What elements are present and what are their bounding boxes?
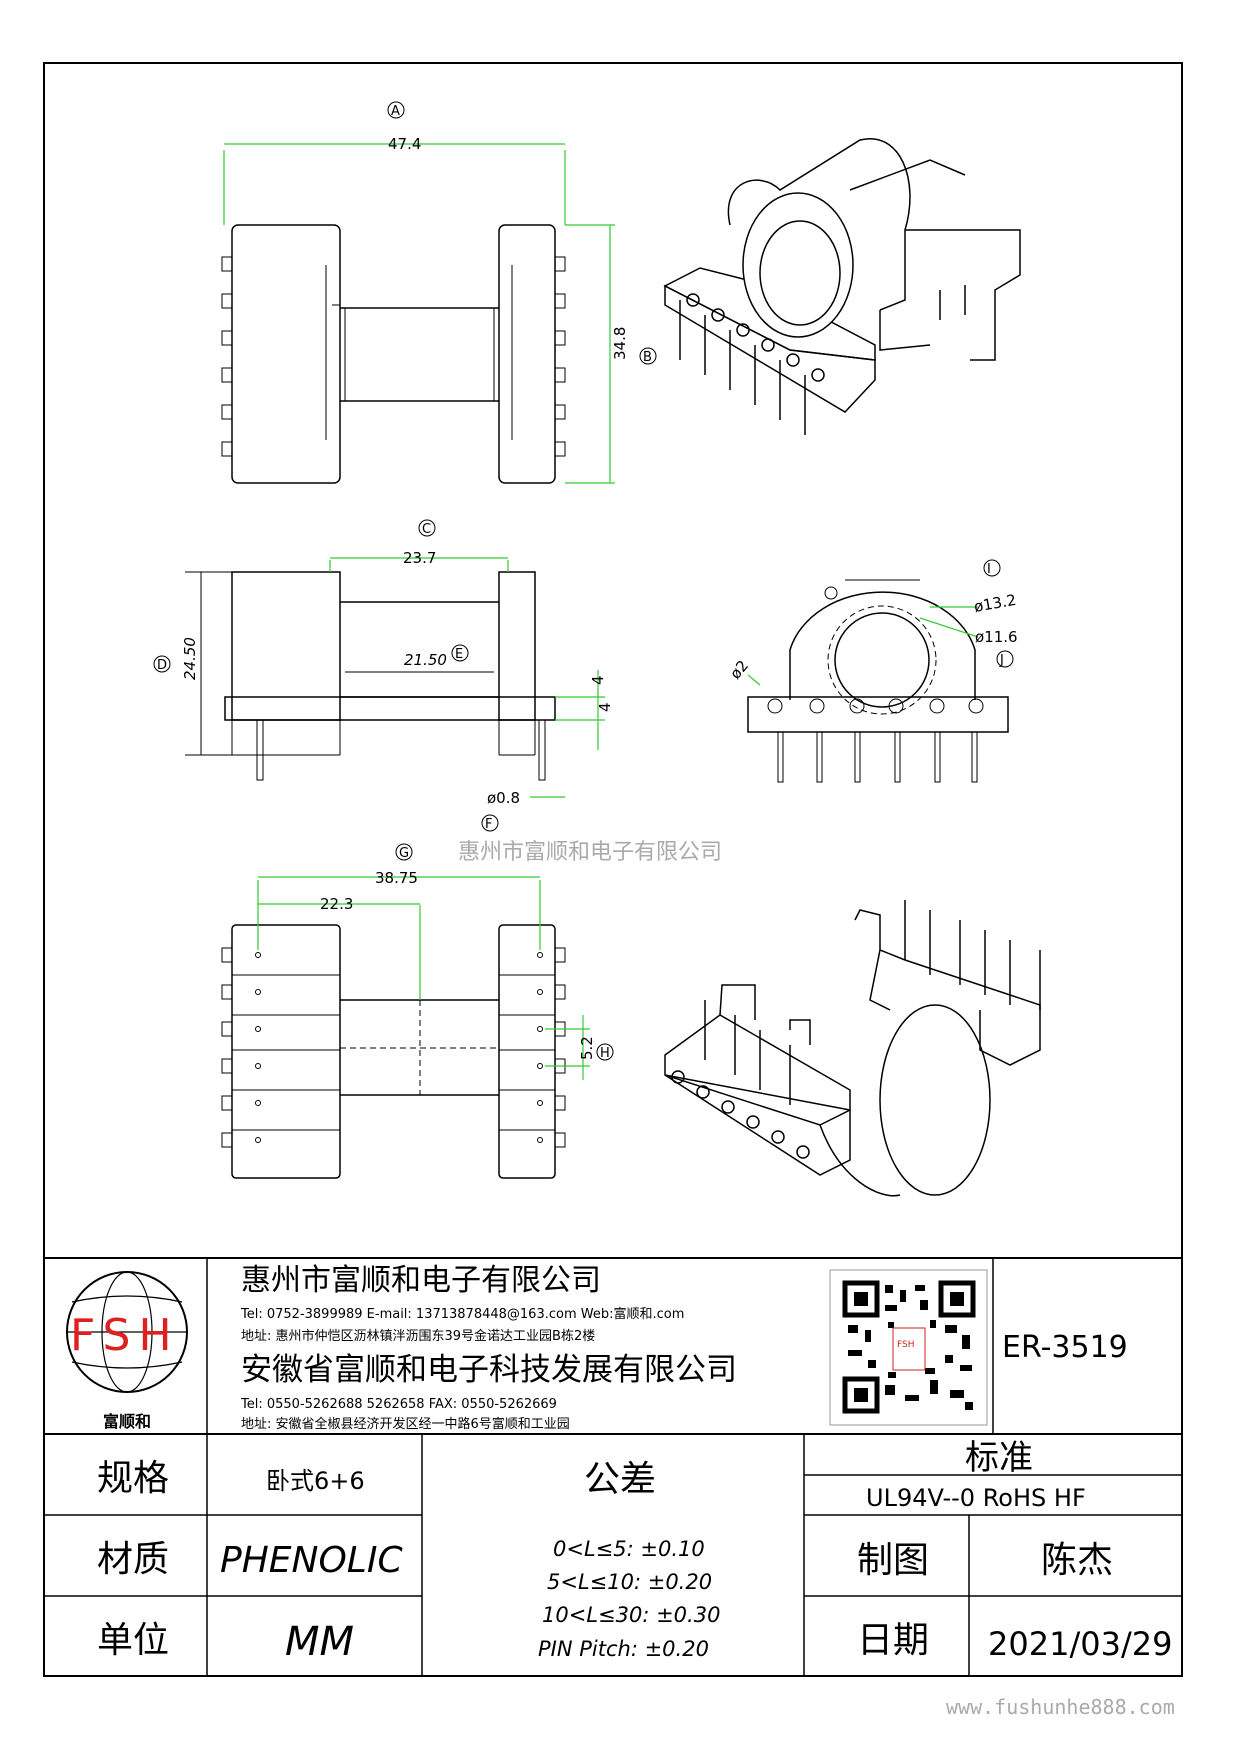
dim-side-a: 4	[589, 675, 607, 685]
dim-g2-value: 22.3	[320, 895, 353, 913]
material-label: 材质	[97, 1539, 169, 1580]
spec-label: 规格	[97, 1458, 169, 1499]
company2-name: 安徽省富顺和电子科技发展有限公司	[241, 1352, 737, 1388]
qr-logo-text: FSH	[897, 1340, 915, 1350]
date-label: 日期	[857, 1620, 929, 1661]
dim-e-value: 21.50	[404, 651, 447, 669]
dim-d-value: 24.50	[181, 637, 199, 680]
tolerance-1: 5<L≤10: ±0.20	[547, 1570, 712, 1594]
company1-contact: Tel: 0752-3899989 E-mail: 13713878448@16…	[240, 1306, 684, 1322]
watermark-text: 惠州市富顺和电子有限公司	[458, 840, 722, 865]
footer-url: www.fushunhe888.com	[946, 1695, 1175, 1719]
fsh-logo: FSH 富顺和	[66, 1271, 188, 1431]
standard-label: 标准	[965, 1438, 1033, 1478]
dim-f-value: ø0.8	[487, 789, 520, 807]
dim-h-marker: H	[600, 1046, 610, 1061]
logo-text: FSH	[70, 1310, 180, 1361]
dim-j-value: ø11.6	[975, 628, 1018, 646]
dim-b-value: 34.8	[611, 327, 629, 360]
dim-f-marker: F	[485, 817, 492, 832]
dim-a-marker: A	[391, 104, 400, 119]
iso-view-bottom	[664, 900, 1041, 1197]
dim-c-value: 23.7	[403, 549, 436, 567]
dim-i-marker: I	[987, 562, 991, 577]
spec-table: 规格 卧式6+6 材质 PHENOLIC 单位 MM 公差 0<L≤5: ±0.…	[44, 1434, 1182, 1676]
tolerance-2: 10<L≤30: ±0.30	[542, 1603, 720, 1627]
dim-h-value: 5.2	[578, 1036, 596, 1060]
company1-address: 地址: 惠州市仲恺区沥林镇泮沥围东39号金诺达工业园B栋2楼	[241, 1328, 595, 1344]
tolerance-3: PIN Pitch: ±0.20	[538, 1637, 709, 1661]
dim-j-marker: J	[999, 653, 1004, 668]
company1-name: 惠州市富顺和电子有限公司	[241, 1263, 601, 1298]
side-view: 23.7 C 24.50 D 21.50 E 4 4 ø0.8 F	[153, 519, 614, 832]
iso-view-top	[663, 137, 1021, 435]
unit-value: MM	[285, 1619, 354, 1665]
sheet-border	[43, 62, 1183, 1677]
dim-b-marker: B	[643, 350, 652, 365]
title-block: FSH 富顺和 惠州市富顺和电子有限公司 Tel: 0752-3899989 E…	[44, 1257, 1182, 1435]
company2-address: 地址: 安徽省全椒县经济开发区经一中路6号富顺和工业园	[241, 1416, 570, 1432]
part-number: ER-3519	[1002, 1330, 1128, 1365]
drawn-label: 制图	[857, 1540, 929, 1581]
dim-d-marker: D	[157, 658, 167, 673]
dim-e-marker: E	[455, 647, 463, 662]
company2-contact: Tel: 0550-5262688 5262658 FAX: 0550-5262…	[240, 1397, 557, 1412]
tolerance-title: 公差	[584, 1459, 656, 1500]
logo-caption: 富顺和	[103, 1412, 151, 1431]
dim-pin-dia: ø2	[726, 657, 752, 683]
dim-i-value: ø13.2	[973, 591, 1018, 616]
dim-g-value: 38.75	[375, 869, 418, 887]
material-value: PHENOLIC	[220, 1540, 403, 1581]
spec-value: 卧式6+6	[266, 1467, 365, 1495]
dim-g-marker: G	[399, 846, 409, 861]
standard-value: UL94V--0 RoHS HF	[866, 1484, 1086, 1512]
end-view: ø13.2 ø11.6 ø2 I J	[726, 559, 1018, 783]
unit-label: 单位	[97, 1620, 169, 1661]
bottom-view: 38.75 22.3 G 5.2 H	[221, 843, 614, 1179]
date-value: 2021/03/29	[988, 1625, 1172, 1663]
dim-side-b: 4	[596, 702, 614, 712]
dim-a-value: 47.4	[388, 135, 421, 153]
drawn-value: 陈杰	[1041, 1540, 1113, 1581]
dim-c-marker: C	[422, 522, 431, 537]
tolerance-0: 0<L≤5: ±0.10	[553, 1537, 705, 1561]
qr-code: FSH	[829, 1269, 988, 1426]
top-view: 47.4 A 34.8 B	[221, 101, 657, 484]
